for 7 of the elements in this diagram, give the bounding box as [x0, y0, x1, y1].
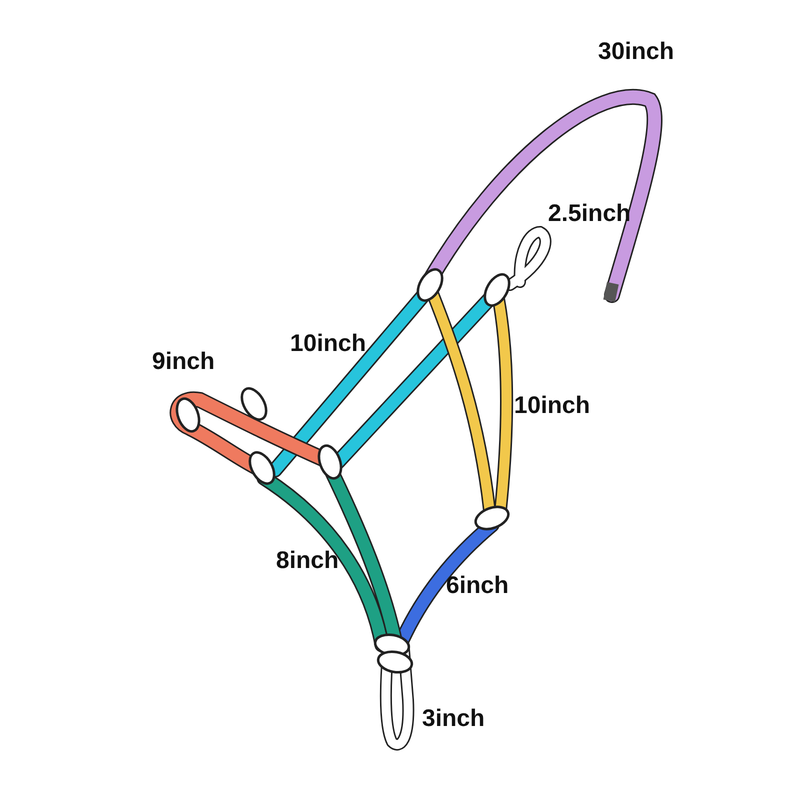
dimension-label: 9inch [152, 348, 215, 376]
dimension-label: 8inch [276, 547, 339, 575]
dimension-label: 30inch [598, 38, 674, 66]
dimension-label: 6inch [446, 572, 509, 600]
dimension-label: 10inch [514, 392, 590, 420]
dimension-label: 3inch [422, 705, 485, 733]
dimension-label: 10inch [290, 330, 366, 358]
